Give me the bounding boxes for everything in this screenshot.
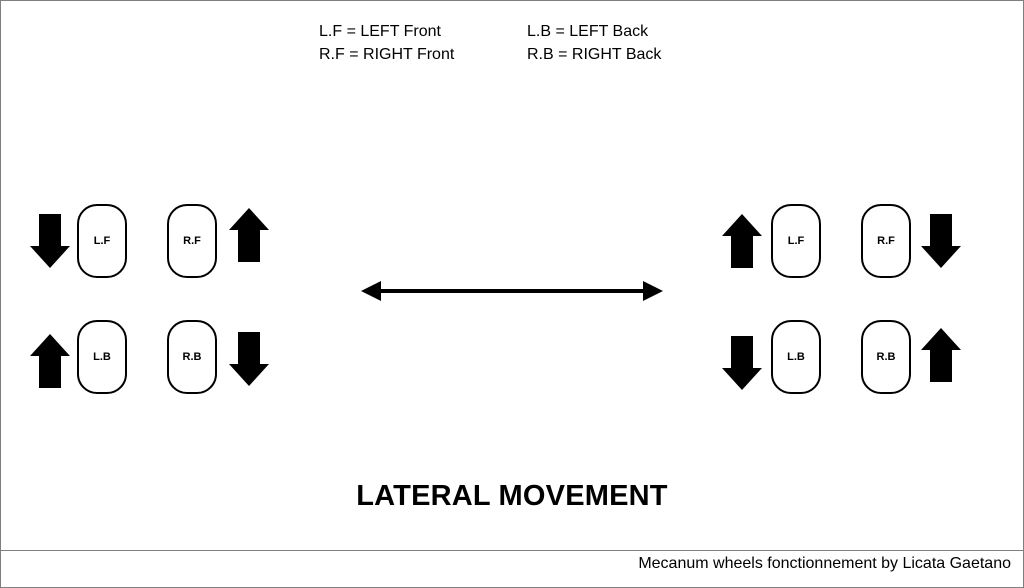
footer-divider bbox=[1, 550, 1023, 551]
credit-text: Mecanum wheels fonctionnement by Licata … bbox=[638, 555, 1011, 572]
legend-right-column: L.B = LEFT Back R.B = RIGHT Back bbox=[527, 20, 661, 66]
lf-down-arrow-icon bbox=[30, 214, 70, 268]
lb-up-arrow-icon bbox=[30, 334, 70, 388]
lf-up-arrow-icon bbox=[722, 214, 762, 268]
wheel-rf: R.F bbox=[861, 204, 911, 278]
wheel-rb: R.B bbox=[167, 320, 217, 394]
rf-down-arrow-icon bbox=[921, 214, 961, 268]
legend-rf: R.F = RIGHT Front bbox=[319, 46, 455, 63]
wheel-lf: L.F bbox=[771, 204, 821, 278]
wheel-rf: R.F bbox=[167, 204, 217, 278]
legend-lf: L.F = LEFT Front bbox=[319, 23, 441, 40]
rb-down-arrow-icon bbox=[229, 332, 269, 386]
wheel-lf: L.F bbox=[77, 204, 127, 278]
legend-left-column: L.F = LEFT Front R.F = RIGHT Front bbox=[319, 20, 454, 66]
diagram-title: LATERAL MOVEMENT bbox=[356, 480, 668, 512]
rb-up-arrow-icon bbox=[921, 328, 961, 382]
legend-lb: L.B = LEFT Back bbox=[527, 23, 649, 40]
lateral-movement-arrow-icon bbox=[361, 281, 663, 301]
legend-rb: R.B = RIGHT Back bbox=[527, 46, 662, 63]
wheel-lb: L.B bbox=[771, 320, 821, 394]
wheel-lb: L.B bbox=[77, 320, 127, 394]
lb-down-arrow-icon bbox=[722, 336, 762, 390]
rf-up-arrow-icon bbox=[229, 208, 269, 262]
wheel-rb: R.B bbox=[861, 320, 911, 394]
